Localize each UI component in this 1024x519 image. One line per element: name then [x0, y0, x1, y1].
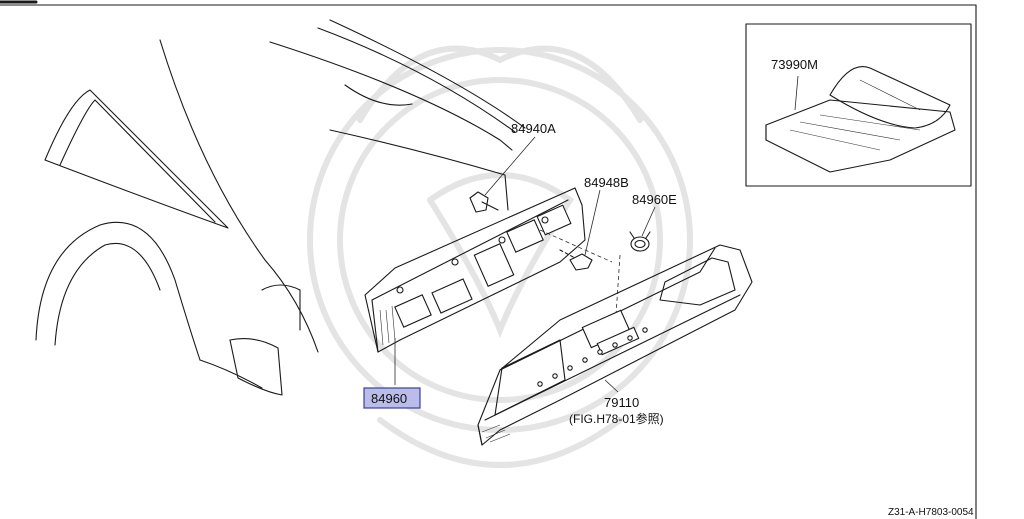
label-figure-reference: (FIG.H78-01参照) [569, 411, 664, 426]
clip-84940a-shape [469, 191, 499, 213]
clip-84948b-shape [559, 249, 593, 271]
label-part-84960[interactable]: 84960 [371, 391, 407, 406]
part-84960-highlight[interactable] [363, 387, 421, 409]
label-part-79110[interactable]: 79110 [604, 395, 639, 410]
mat-illustration [765, 66, 956, 173]
back-panel [477, 244, 753, 446]
diagram-code: Z31-A-H7803-0054 [888, 507, 974, 518]
label-part-84960e[interactable]: 84960E [632, 192, 677, 207]
leader-lines [394, 75, 799, 393]
label-part-73990m[interactable]: 73990M [771, 57, 818, 72]
grommet-84960e-shape [629, 231, 651, 252]
car-body-illustration [35, 19, 526, 396]
diagram-frame [0, 0, 977, 519]
label-part-84948b[interactable]: 84948B [584, 175, 629, 190]
inset-box [745, 23, 972, 187]
label-part-84940a[interactable]: 84940A [511, 121, 556, 136]
panel-bolt-holes [537, 327, 648, 387]
rear-finisher-panel [364, 187, 586, 353]
